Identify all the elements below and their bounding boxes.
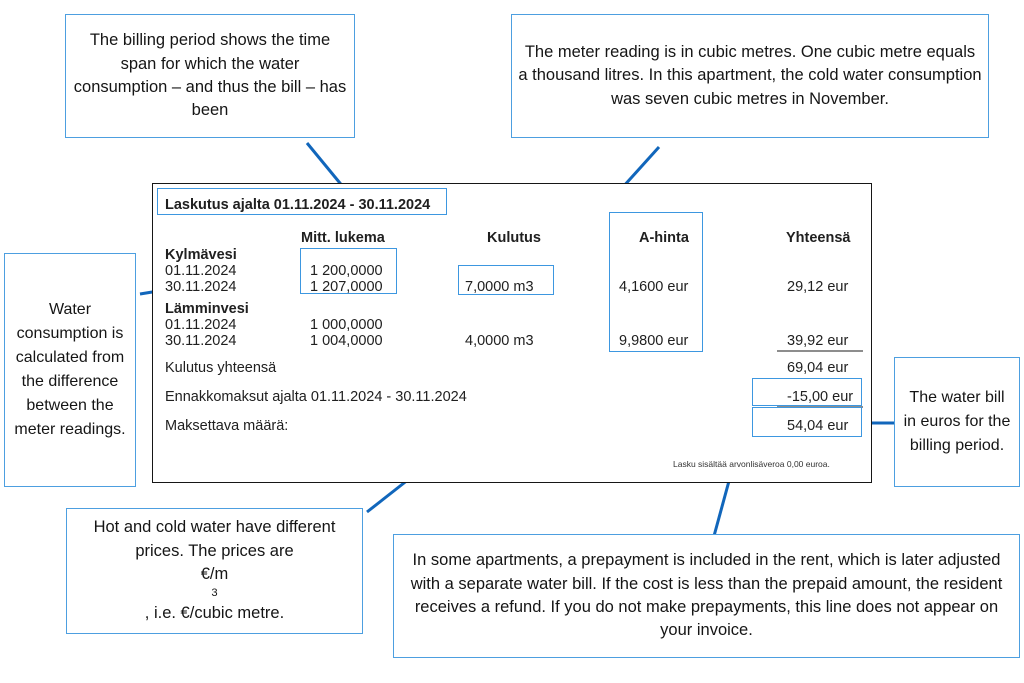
hot-water-date-start: 01.11.2024 xyxy=(165,317,237,333)
hot-water-date-end: 30.11.2024 xyxy=(165,333,237,349)
cold-water-date-end: 30.11.2024 xyxy=(165,279,237,295)
consumption-total-value: 69,04 eur xyxy=(787,360,849,376)
callout-consumption-calculation: Water consumption is calculated from the… xyxy=(4,253,136,487)
callout-water-bill-total: The water bill in euros for the billing … xyxy=(894,357,1020,487)
callout-consumption-calculation-text: Water consumption is calculated from the… xyxy=(14,301,126,438)
subtotal-rule xyxy=(777,350,863,352)
cold-water-unit-price: 4,1600 eur xyxy=(619,279,689,295)
invoice-document: Laskutus ajalta 01.11.2024 - 30.11.2024 … xyxy=(152,183,872,483)
callout-prices-note-text: Hot and cold water have different prices… xyxy=(73,516,356,626)
cold-water-date-start: 01.11.2024 xyxy=(165,263,237,279)
cold-water-consumption: 7,0000 m3 xyxy=(465,279,534,295)
callout-prepayment: In some apartments, a prepayment is incl… xyxy=(393,534,1020,658)
prepayment-rule xyxy=(777,406,863,408)
column-header-consumption: Kulutus xyxy=(487,230,541,246)
callout-prices-note-superscript: 3 xyxy=(211,587,218,600)
callout-water-bill-total-text: The water bill in euros for the billing … xyxy=(903,389,1011,454)
hot-water-unit-price: 9,9800 eur xyxy=(619,333,689,349)
highlight-meter-readings xyxy=(300,248,397,294)
cold-water-reading-start: 1 200,0000 xyxy=(310,263,383,279)
amount-due-value: 54,04 eur xyxy=(787,418,849,434)
highlight-billing-period xyxy=(157,188,447,215)
column-header-total: Yhteensä xyxy=(786,230,851,246)
prepayments-label: Ennakkomaksut ajalta 01.11.2024 - 30.11.… xyxy=(165,389,467,405)
prepayments-value: -15,00 eur xyxy=(787,389,854,405)
hot-water-label: Lämminvesi xyxy=(165,301,249,317)
callout-prices-note: Hot and cold water have different prices… xyxy=(66,508,363,634)
highlight-prepayment-amount xyxy=(752,378,862,406)
highlight-cold-water-consumption xyxy=(458,265,554,295)
callout-prices-note-line1: Hot and cold water have different prices… xyxy=(93,518,336,560)
callout-billing-period-text: The billing period shows the time span f… xyxy=(73,31,347,120)
consumption-total-label: Kulutus yhteensä xyxy=(165,360,277,376)
hot-water-total: 39,92 eur xyxy=(787,333,849,349)
column-header-meter-reading: Mitt. lukema xyxy=(301,230,385,246)
callout-meter-reading-text: The meter reading is in cubic metres. On… xyxy=(518,42,982,108)
highlight-amount-due xyxy=(752,407,862,437)
cold-water-reading-end: 1 207,0000 xyxy=(310,279,383,295)
callout-prices-note-unit-suffix: , i.e. €/cubic metre. xyxy=(144,604,285,623)
highlight-unit-price-column xyxy=(609,212,703,352)
cold-water-total: 29,12 eur xyxy=(787,279,849,295)
callout-billing-period: The billing period shows the time span f… xyxy=(65,14,355,138)
amount-due-label: Maksettava määrä: xyxy=(165,418,289,434)
hot-water-reading-start: 1 000,0000 xyxy=(310,317,383,333)
callout-prices-note-unit-prefix: €/m xyxy=(200,565,229,584)
cold-water-label: Kylmävesi xyxy=(165,247,237,263)
invoice-billing-header: Laskutus ajalta 01.11.2024 - 30.11.2024 xyxy=(165,197,431,213)
callout-prepayment-text: In some apartments, a prepayment is incl… xyxy=(410,551,1003,640)
vat-footnote: Lasku sisältää arvonlisäveroa 0,00 euroa… xyxy=(673,459,830,469)
hot-water-consumption: 4,0000 m3 xyxy=(465,333,534,349)
callout-meter-reading: The meter reading is in cubic metres. On… xyxy=(511,14,989,138)
hot-water-reading-end: 1 004,0000 xyxy=(310,333,383,349)
